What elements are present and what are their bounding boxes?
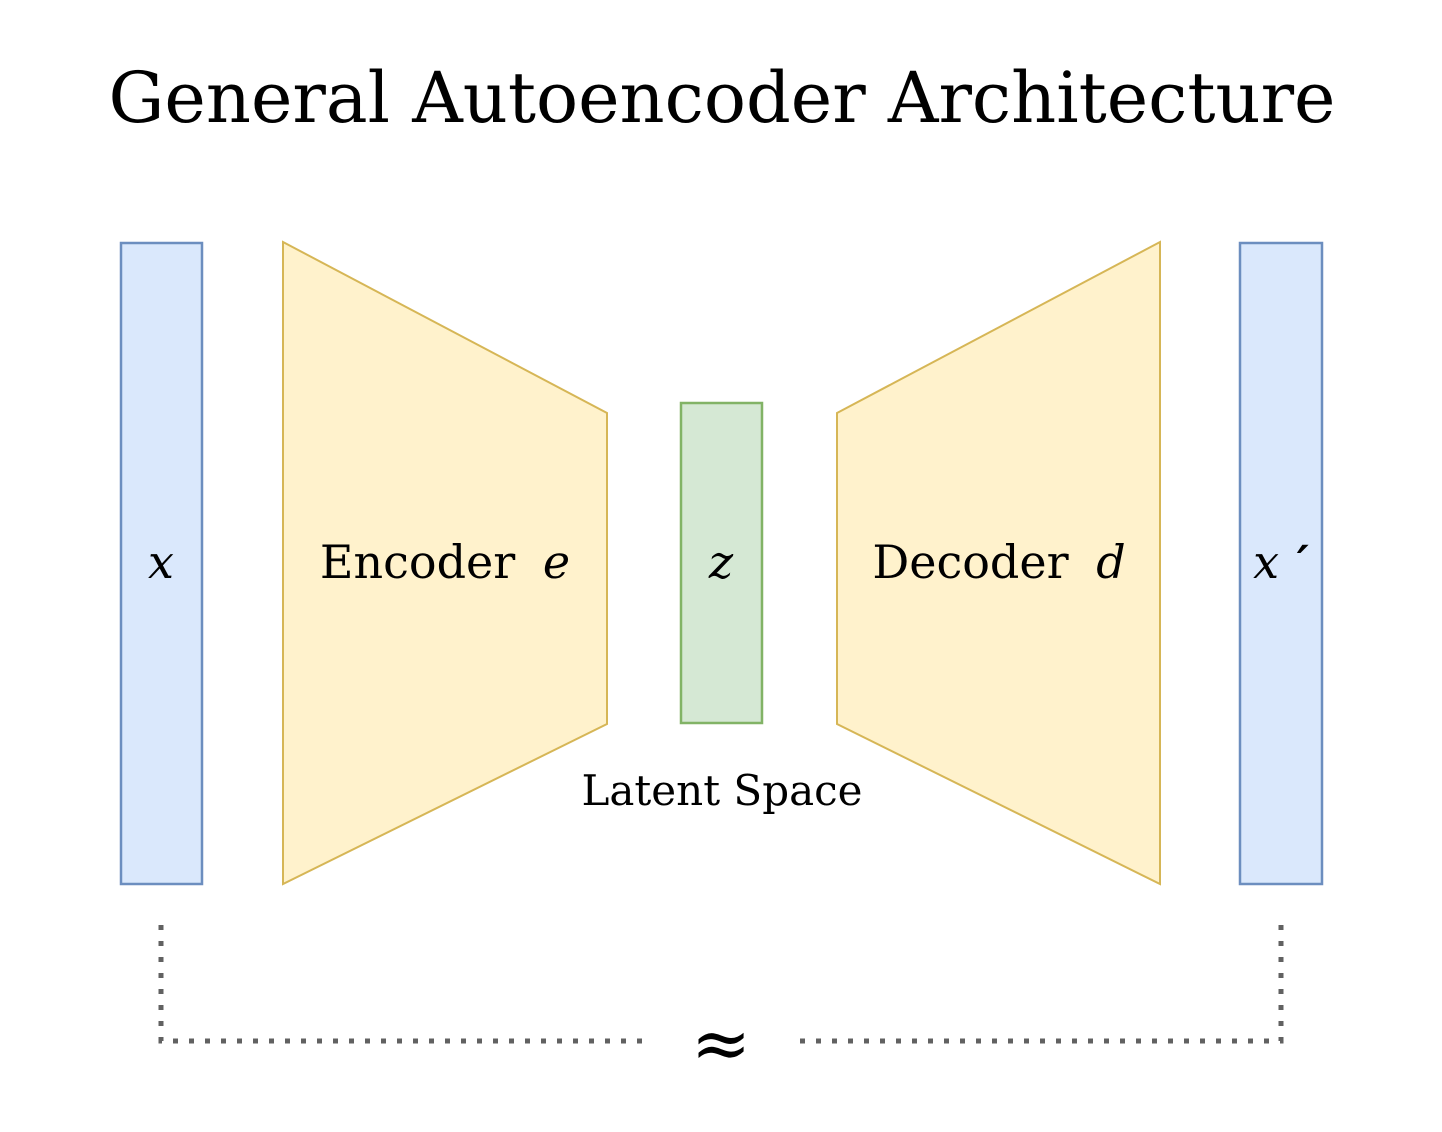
reconstruction-dotted-line-left <box>158 925 642 1044</box>
encoder-label: Encoder e <box>320 535 570 589</box>
page-title: General Autoencoder Architecture <box>109 57 1336 139</box>
output-block <box>1238 241 1324 886</box>
output-label-prime: ′ <box>1297 535 1309 589</box>
reconstruction-dotted-line-right <box>798 925 1284 1044</box>
encoder-trapezoid <box>282 240 608 886</box>
decoder-trapezoid <box>836 240 1161 886</box>
decoder-label-var: d <box>1096 535 1125 589</box>
input-block <box>119 241 204 886</box>
approx-symbol: ≈ <box>691 1001 751 1085</box>
output-block-label: x ′ <box>1253 535 1309 589</box>
encoder-label-word: Encoder <box>320 535 515 589</box>
input-block-label: x <box>148 535 174 589</box>
latent-space-caption: Latent Space <box>581 766 862 815</box>
output-label-var: x <box>1253 535 1279 589</box>
decoder-label-word: Decoder <box>872 535 1068 589</box>
latent-block <box>679 401 764 725</box>
latent-block-label: z <box>708 535 734 589</box>
encoder-label-var: e <box>543 535 570 589</box>
decoder-label: Decoder d <box>872 535 1125 589</box>
